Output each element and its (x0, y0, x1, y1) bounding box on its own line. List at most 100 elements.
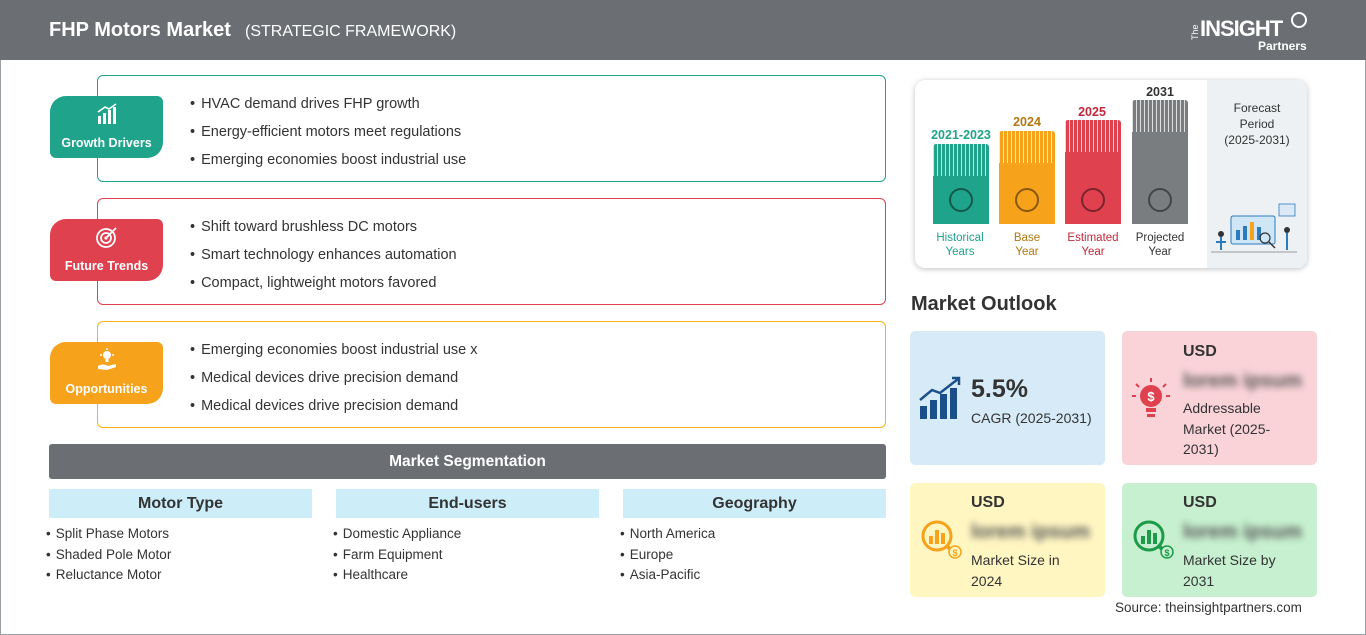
list-item: HVAC demand drives FHP growth (190, 94, 466, 122)
source-credit: Source: theinsightpartners.com (1115, 600, 1302, 615)
cagr-label: CAGR (2025-2031) (971, 410, 1092, 426)
list-item: Shift toward brushless DC motors (190, 217, 457, 245)
bar-stripes (999, 131, 1055, 163)
presentation-icon (1148, 188, 1172, 212)
timeline-label-historical: Historical Years (923, 231, 997, 259)
list-item: Farm Equipment (333, 546, 461, 567)
size-2031-value: lorem ipsum (1183, 521, 1302, 543)
growth-drivers-list: HVAC demand drives FHP growth Energy-eff… (190, 94, 466, 178)
header-bar: FHP Motors Market (STRATEGIC FRAMEWORK) … (0, 0, 1366, 60)
page-title: FHP Motors Market (49, 19, 231, 41)
timeline-year-base: 2024 (1013, 115, 1041, 129)
bar-growth-icon (919, 376, 961, 419)
lightbulb-dollar-icon: $ (1132, 378, 1170, 417)
label-line: Estimated (1067, 232, 1119, 244)
opportunities-panel: Emerging economies boost industrial use … (97, 321, 886, 428)
future-trends-list: Shift toward brushless DC motors Smart t… (190, 217, 457, 301)
timeline-label-projected: Projected Year (1123, 231, 1197, 259)
segment-heading-motor-type: Motor Type (49, 489, 312, 518)
label-line: Years (945, 246, 975, 258)
magnifier-chart-icon: $ (1133, 520, 1174, 559)
size-2024-value: lorem ipsum (971, 521, 1090, 543)
size-2024-currency: USD (971, 494, 1005, 511)
size-2031-currency: USD (1183, 494, 1217, 511)
segment-list-motor-type: Split Phase Motors Shaded Pole Motor Rel… (46, 525, 172, 587)
analytics-illustration-icon (1211, 203, 1297, 253)
market-outlook-title: Market Outlook (911, 293, 1057, 315)
label-line: Base (1013, 232, 1041, 244)
growth-drivers-label: Growth Drivers (61, 136, 152, 150)
list-item: Medical devices drive precision demand (190, 368, 478, 396)
label-line: Projected (1135, 232, 1185, 244)
list-item: Europe (620, 546, 715, 567)
size-2031-label: Market Size by 2031 (1183, 550, 1276, 591)
list-item: Smart technology enhances automation (190, 245, 457, 273)
logo-ring-icon (1291, 12, 1307, 28)
list-item: Domestic Appliance (333, 525, 462, 546)
segment-list-end-users: Domestic Appliance Farm Equipment Health… (333, 525, 462, 587)
growth-drivers-panel: HVAC demand drives FHP growth Energy-eff… (97, 75, 886, 182)
target-icon (96, 227, 117, 248)
label-line: Historical (936, 232, 984, 244)
list-item: Compact, lightweight motors favored (190, 273, 457, 301)
bar-stripes (933, 144, 989, 176)
label-line: Market (2025- (1183, 420, 1271, 437)
list-item: Shaded Pole Motor (46, 546, 172, 567)
forecast-line: (2025-2031) (1224, 133, 1290, 147)
logo-insight-text: INSIGHT (1200, 16, 1283, 41)
label-line: 2031 (1183, 572, 1215, 589)
timeline-label-base: Base Year (990, 231, 1064, 259)
opportunities-badge: Opportunities (50, 342, 163, 404)
label-line: Year (1081, 246, 1105, 258)
timeline-year-historical: 2021-2023 (931, 128, 991, 142)
list-item: Reluctance Motor (46, 566, 171, 587)
growth-chart-icon (97, 103, 117, 124)
svg-text:$: $ (1147, 389, 1155, 404)
label-line: Year (1015, 246, 1039, 258)
future-trends-badge: Future Trends (50, 219, 163, 281)
segment-heading-end-users: End-users (336, 489, 599, 518)
list-item: Medical devices drive precision demand (190, 396, 478, 424)
timeline-year-projected: 2031 (1146, 85, 1174, 99)
logo-the-text: The (1190, 24, 1200, 40)
gears-icon (1081, 188, 1105, 212)
addressable-label: Addressable Market (2025- 2031) (1183, 398, 1270, 460)
label-line: Market Size in (971, 552, 1060, 568)
addressable-value: lorem ipsum (1183, 370, 1302, 392)
growth-drivers-badge: Growth Drivers (50, 96, 163, 158)
svg-text:$: $ (1164, 548, 1169, 558)
addressable-currency: USD (1183, 343, 1217, 360)
forecast-period-text: Forecast Period (2025-2031) (1207, 100, 1307, 148)
page-subtitle: (STRATEGIC FRAMEWORK) (245, 23, 457, 40)
list-item: Split Phase Motors (46, 525, 171, 546)
timeline-bar-estimated (1065, 120, 1121, 224)
opportunities-list: Emerging economies boost industrial use … (190, 340, 478, 424)
segmentation-title-bar: Market Segmentation (49, 444, 886, 479)
label-line: Market Size by (1183, 552, 1276, 568)
magnifier-chart-icon: $ (921, 520, 962, 559)
bar-stripes (1065, 120, 1121, 152)
label-line: 2024 (971, 572, 1003, 589)
label-line: 2031) (1183, 441, 1219, 457)
timeline-bar-base (999, 131, 1055, 224)
future-trends-label: Future Trends (64, 259, 149, 273)
list-item: North America (620, 525, 716, 546)
timeline-label-estimated: Estimated Year (1056, 231, 1130, 259)
future-trends-panel: Shift toward brushless DC motors Smart t… (97, 198, 886, 305)
bar-stripes (1132, 100, 1188, 132)
list-item: Healthcare (333, 566, 461, 587)
list-item: Asia-Pacific (620, 566, 715, 587)
timeline-bar-historical (933, 144, 989, 224)
forecast-line: Period (1239, 117, 1275, 131)
insight-partners-logo: The INSIGHT Partners (1190, 10, 1310, 54)
size-2024-label: Market Size in 2024 (971, 550, 1060, 591)
cagr-value: 5.5% (971, 375, 1028, 403)
segment-list-geography: North America Europe Asia-Pacific (620, 525, 716, 587)
list-item: Emerging economies boost industrial use (190, 150, 466, 178)
opportunities-label: Opportunities (65, 382, 148, 396)
timeline-bar-projected (1132, 100, 1188, 224)
list-item: Emerging economies boost industrial use … (190, 340, 477, 368)
forecast-line: Forecast (1233, 101, 1281, 115)
label-line: Year (1148, 246, 1172, 258)
idea-hand-icon (98, 348, 116, 370)
